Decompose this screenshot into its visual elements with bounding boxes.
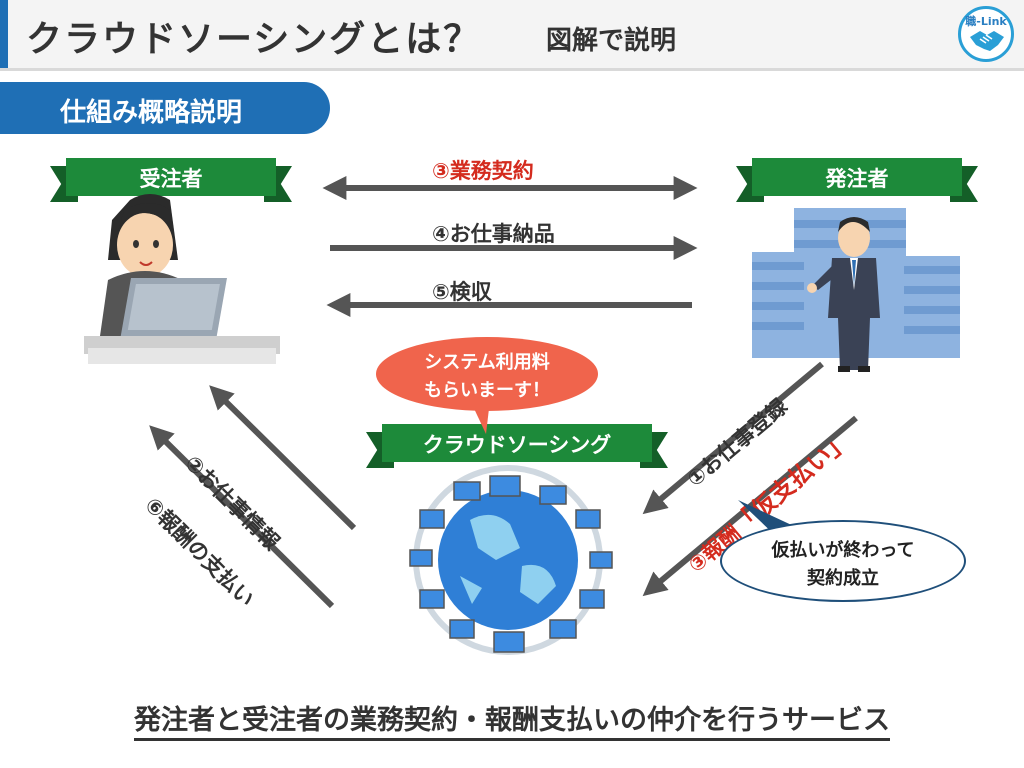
contractor-illustration <box>84 194 280 364</box>
footer-caption: 発注者と受注者の業務契約・報酬支払いの仲介を行うサービス <box>134 705 890 741</box>
job-info-arrow <box>209 385 357 531</box>
delivery-label: ④お仕事納品 <box>432 222 555 246</box>
handshake-icon <box>970 31 1004 51</box>
globe-network-illustration <box>409 465 613 655</box>
header-accent <box>0 0 8 68</box>
client-banner: 発注者 <box>736 158 978 202</box>
reward-payment-arrow <box>149 425 335 609</box>
logo-text: 職-Link <box>965 15 1007 28</box>
footer-caption-wrap: 発注者と受注者の業務契約・報酬支払いの仲介を行うサービス <box>0 698 1024 741</box>
contractor-label: 受注者 <box>139 167 203 191</box>
contract-bubble: 仮払いが終わって 契約成立 <box>720 520 966 602</box>
client-label: 発注者 <box>825 167 889 191</box>
contractor-banner: 受注者 <box>50 158 292 202</box>
section-label: 仕組み概略説明 <box>60 98 243 128</box>
platform-label: クラウドソーシング <box>422 433 612 457</box>
acceptance-label: ⑤検収 <box>432 280 492 304</box>
contract-bubble-line2: 契約成立 <box>807 568 879 589</box>
reward-provisional-arrow <box>642 415 858 597</box>
fee-bubble: システム利用料 もらいまーす！ <box>376 337 598 411</box>
register-arrow <box>642 361 824 515</box>
section-pill <box>0 82 330 134</box>
fee-bubble-line2: もらいまーす！ <box>424 380 550 401</box>
contract-label: ③業務契約 <box>432 159 534 183</box>
page-subtitle: 図解で説明 <box>546 26 677 56</box>
page-title: クラウドソーシングとは？ <box>26 19 482 60</box>
client-illustration <box>752 208 960 372</box>
contract-bubble-line1: 仮払いが終わって <box>771 540 915 561</box>
logo: 職-Link <box>958 6 1014 62</box>
header-bar <box>0 0 1024 71</box>
fee-bubble-line1: システム利用料 <box>424 352 550 373</box>
platform-banner: クラウドソーシング <box>366 424 668 468</box>
